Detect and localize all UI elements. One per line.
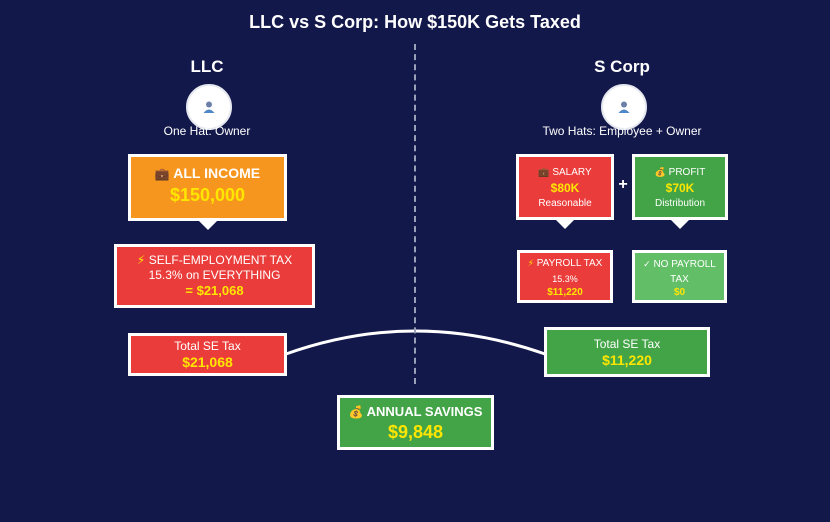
scorp-payroll-tax-value: $11,220: [547, 286, 583, 298]
person-icon: [618, 101, 630, 113]
llc-role-caption: One Hat: Owner: [163, 124, 251, 138]
llc-se-tax-rate: 15.3% on EVERYTHING: [148, 268, 281, 282]
llc-se-tax-label: SELF-EMPLOYMENT TAX: [148, 253, 293, 267]
llc-income-pointer: [199, 221, 217, 230]
scorp-payroll-tax-box: ⚡ PAYROLL TAX 15.3% $11,220: [517, 250, 613, 303]
scorp-avatar: [601, 84, 647, 130]
llc-total-label: Total SE Tax: [174, 339, 241, 353]
page-title: LLC vs S Corp: How $150K Gets Taxed: [249, 12, 581, 32]
scorp-profit-box: 💰 PROFIT $70K Distribution: [632, 154, 728, 220]
llc-heading: LLC: [190, 57, 224, 76]
llc-avatar: [186, 84, 232, 130]
briefcase-icon: 💼: [538, 167, 550, 177]
money-bag-icon: 💰: [348, 405, 364, 419]
scorp-profit-label: PROFIT: [668, 167, 706, 178]
scorp-salary-box: 💼 SALARY $80K Reasonable: [516, 154, 614, 220]
scorp-total-value: $11,220: [602, 352, 652, 368]
scorp-salary-value: $80K: [550, 180, 580, 195]
scorp-total-label: Total SE Tax: [593, 337, 661, 351]
scorp-payroll-tax-label: PAYROLL TAX: [536, 258, 603, 269]
scorp-profit-note: Distribution: [654, 197, 706, 209]
scorp-total-box: Total SE Tax $11,220: [544, 327, 710, 377]
check-icon: ✓: [643, 259, 651, 269]
annual-savings-label: ANNUAL SAVINGS: [366, 404, 483, 419]
scorp-salary-pointer: [556, 220, 574, 229]
llc-se-tax-box: ⚡ SELF-EMPLOYMENT TAX 15.3% on EVERYTHIN…: [114, 244, 315, 308]
person-icon: [203, 101, 215, 113]
llc-income-label: ALL INCOME: [173, 165, 261, 181]
llc-income-box: 💼 ALL INCOME $150,000: [128, 154, 287, 221]
lightning-icon: ⚡: [136, 253, 146, 267]
llc-total-box: Total SE Tax $21,068: [128, 333, 287, 376]
scorp-payroll-tax-rate: 15.3%: [552, 273, 578, 284]
money-bag-icon: 💰: [654, 167, 666, 177]
annual-savings-box: 💰 ANNUAL SAVINGS $9,848: [337, 395, 494, 450]
llc-total-value: $21,068: [182, 354, 233, 370]
briefcase-icon: 💼: [154, 167, 170, 181]
scorp-no-payroll-tax-value: $0: [673, 287, 686, 298]
scorp-no-payroll-tax-box: ✓ NO PAYROLL TAX $0: [632, 250, 727, 303]
scorp-salary-label: SALARY: [552, 167, 592, 178]
llc-se-tax-value: = $21,068: [185, 283, 244, 298]
scorp-profit-value: $70K: [665, 180, 695, 195]
lightning-icon: ⚡: [527, 258, 534, 268]
plus-sign: +: [618, 176, 628, 193]
scorp-profit-pointer: [671, 220, 689, 229]
scorp-salary-note: Reasonable: [538, 197, 592, 209]
column-divider: [414, 44, 416, 384]
scorp-heading: S Corp: [594, 57, 650, 76]
scorp-no-payroll-tax-label: NO PAYROLL TAX: [653, 259, 716, 285]
llc-income-value: $150,000: [169, 184, 246, 205]
annual-savings-value: $9,848: [387, 422, 444, 443]
scorp-role-caption: Two Hats: Employee + Owner: [542, 124, 702, 138]
